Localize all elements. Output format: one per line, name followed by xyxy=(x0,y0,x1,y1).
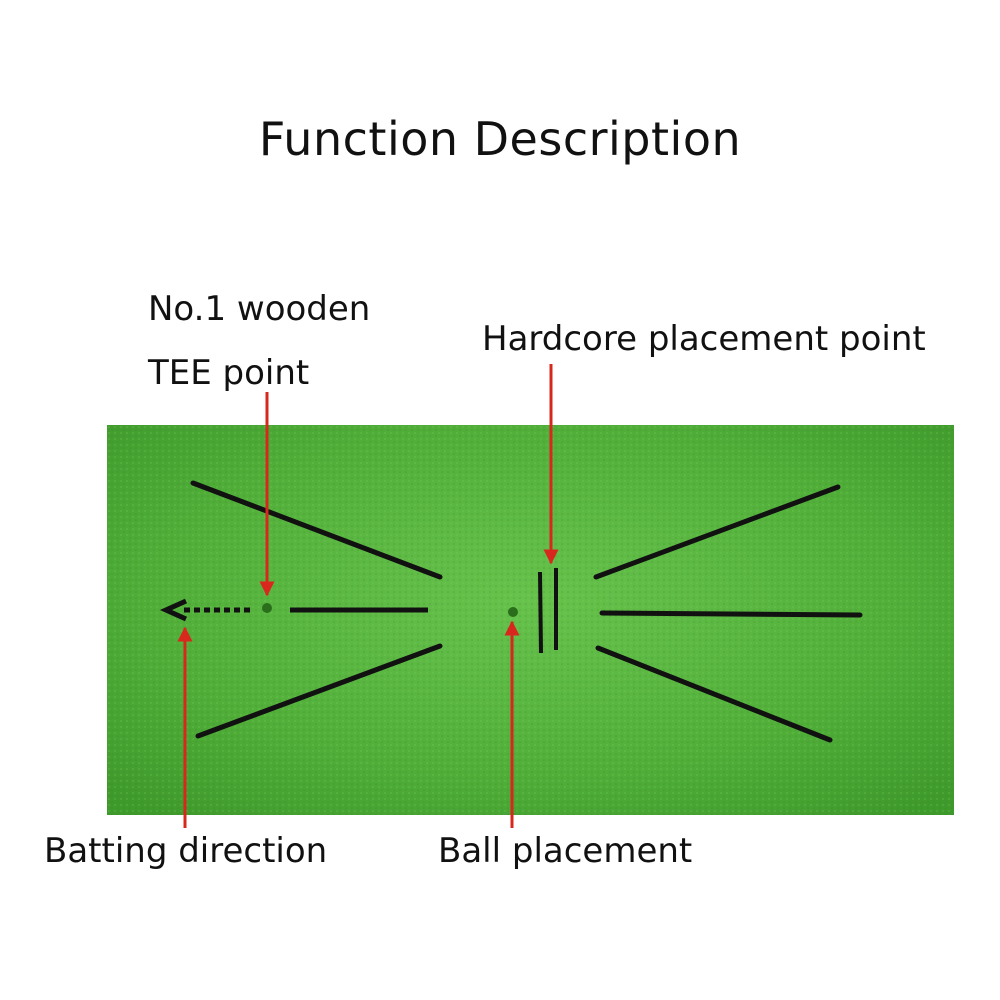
hardcore-line-left xyxy=(538,571,543,654)
hardcore-placement-label: Hardcore placement point xyxy=(482,319,926,359)
ball-placement-mark xyxy=(508,607,518,617)
left-upper-guide-line xyxy=(190,480,443,580)
right-upper-guide-line xyxy=(593,484,841,580)
right-lower-guide-line xyxy=(595,645,833,743)
tee-point-mark xyxy=(262,603,272,613)
grass-mat xyxy=(107,425,954,815)
batting-direction-label: Batting direction xyxy=(44,831,328,871)
diagram-title: Function Description xyxy=(258,112,742,166)
tee-point-label-line2: TEE point xyxy=(148,353,310,393)
batting-direction-arrow xyxy=(159,598,428,622)
right-middle-guide-line xyxy=(599,610,863,618)
tee-point-label-line1: No.1 wooden xyxy=(148,289,371,329)
ball-placement-label: Ball placement xyxy=(438,831,693,871)
left-lower-guide-line xyxy=(195,643,443,739)
